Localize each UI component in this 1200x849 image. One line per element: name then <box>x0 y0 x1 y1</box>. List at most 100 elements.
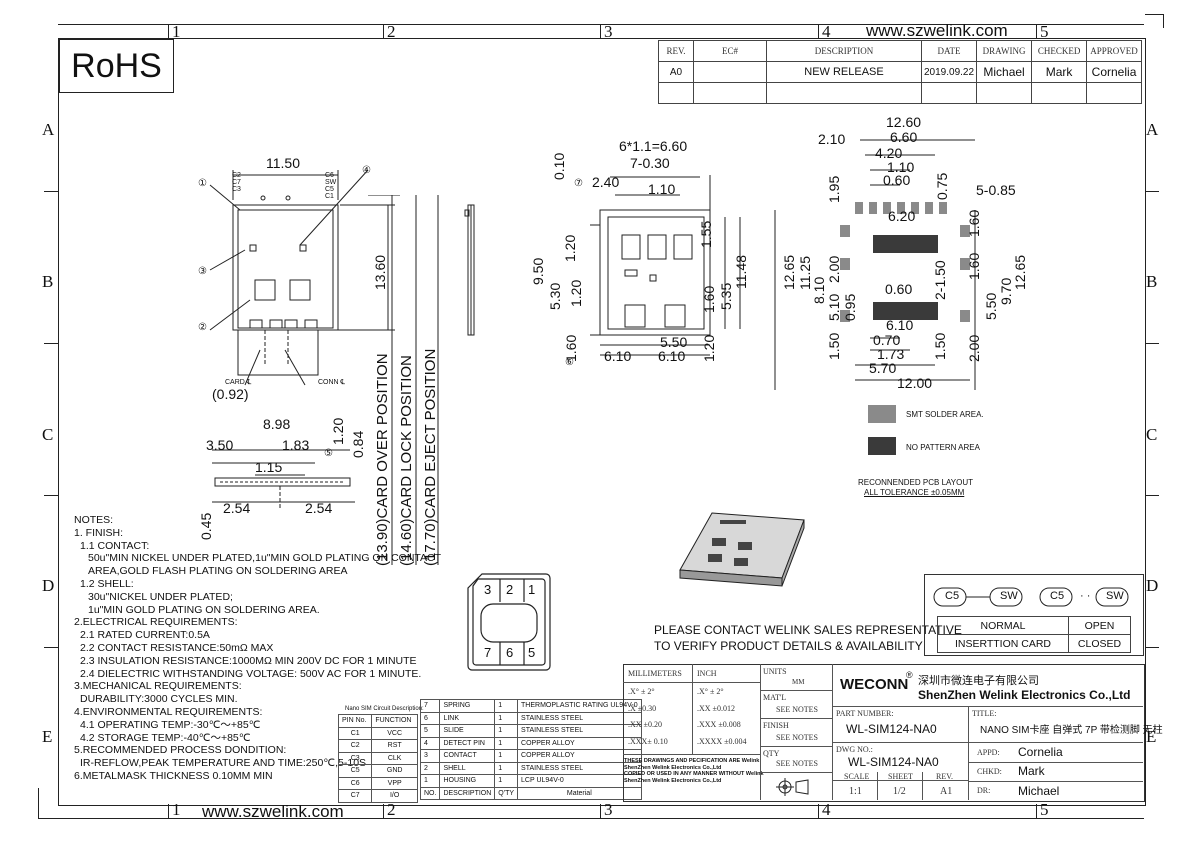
legend-smt-swatch <box>868 405 896 423</box>
zone-bottom-1: 1 <box>172 800 181 819</box>
card-pin-2: 2 <box>506 582 514 597</box>
zone-right-c: C <box>1146 425 1158 444</box>
tol-inch-header: INCH <box>697 669 717 678</box>
drawing-frame <box>58 38 1146 806</box>
pcb-810: 8.10 <box>811 276 827 304</box>
drawing-title: NANO SIM卡座 自弹式 7P 带检测脚 无柱 <box>980 725 1163 736</box>
dim-pins: 7-0.30 <box>630 155 670 171</box>
pcb-5-085: 5-0.85 <box>976 182 1016 198</box>
checked-by: Mark <box>1018 764 1045 778</box>
pcb-570: 5.70 <box>869 360 897 376</box>
zone-left-c: C <box>42 425 54 444</box>
pcb-060: 0.60 <box>883 172 911 188</box>
pcb-070: 0.70 <box>873 332 901 348</box>
website-top[interactable]: www.szwelink.com <box>866 21 1008 40</box>
callout-6: ⑥ <box>565 357 574 368</box>
dim-530: 5.30 <box>547 282 563 310</box>
pcb-620: 6.20 <box>888 208 916 224</box>
zone-top-4: 4 <box>822 22 831 41</box>
units-value: MM <box>792 678 805 686</box>
pcb-layout-drawing <box>774 139 976 390</box>
zone-top-3: 3 <box>604 22 613 41</box>
dim-offset: (0.92) <box>212 386 249 402</box>
callout-7: ⑦ <box>574 178 583 189</box>
zone-bottom-4: 4 <box>822 800 831 819</box>
dim-side-115: 1.15 <box>255 459 283 475</box>
card-centerline: CARD ℄ <box>225 379 252 386</box>
front-view-drawing <box>209 169 395 386</box>
legend-nopattern-label: NO PATTERN AREA <box>906 443 980 452</box>
dim-155: 1.55 <box>698 220 714 248</box>
zone-right-e: E <box>1146 727 1157 746</box>
callout-5: ⑤ <box>324 448 333 459</box>
zone-left-b: B <box>42 272 54 291</box>
dim-120c: 1.20 <box>701 334 717 362</box>
pcb-layout-caption: RECONNENDED PCB LAYOUT <box>858 478 973 487</box>
dim-side-120: 1.20 <box>330 417 346 445</box>
switch-sw-a: SW <box>1000 590 1018 602</box>
zone-left-a: A <box>42 120 55 139</box>
pcb-1265a: 12.65 <box>781 254 797 290</box>
dim-side-898: 8.98 <box>263 416 291 432</box>
notes-block: NOTES:1. FINISH: 1.1 CONTACT: 50u"MIN NI… <box>74 514 442 782</box>
pcb-160b: 1.60 <box>966 252 982 280</box>
tol-mm-header: MILLIMETERS <box>628 669 682 678</box>
copyright-notice: THESE DRAWINGS AND PECIFICATION ARE Weli… <box>624 758 764 784</box>
top-border <box>58 24 1144 25</box>
side-view-drawing <box>212 449 355 510</box>
rohs-mark: RoHS <box>59 39 174 93</box>
connector-3d-illustration <box>679 512 805 587</box>
dim-side-254b: 2.54 <box>305 500 333 516</box>
switch-diagram <box>924 574 1144 656</box>
dim-610a: 6.10 <box>604 348 632 364</box>
profile-view-drawing <box>464 204 475 336</box>
legend-nopattern-swatch <box>868 437 896 455</box>
dim-side-254a: 2.54 <box>223 500 251 516</box>
zone-top-2: 2 <box>387 22 396 41</box>
rev-value: A1 <box>940 786 953 797</box>
pcb-200a: 2.00 <box>826 255 842 283</box>
pcb-150a: 1.50 <box>826 332 842 360</box>
card-pin-3: 3 <box>484 582 492 597</box>
callout-2: ② <box>198 322 207 333</box>
company-name-en: ShenZhen Welink Electronics Co.,Ltd <box>918 688 1131 702</box>
zone-right-a: A <box>1146 120 1159 139</box>
contact-notice: PLEASE CONTACT WELINK SALES REPRESENTATI… <box>654 623 962 653</box>
website-bottom[interactable]: www.szwelink.com <box>202 802 344 821</box>
nano-sim-card-outline <box>467 573 551 671</box>
dim-120a: 1.20 <box>562 234 578 262</box>
pcb-550: 5.50 <box>983 292 999 320</box>
dim-550: 5.50 <box>660 334 688 350</box>
pcb-150b: 1.50 <box>932 332 948 360</box>
pcb-1260: 12.60 <box>886 114 922 130</box>
dim-010: 0.10 <box>551 152 567 180</box>
sheet-value: 1/2 <box>893 786 906 797</box>
pcb-160a: 1.60 <box>966 209 982 237</box>
dim-side-350: 3.50 <box>206 437 234 453</box>
dim-1148: 11.48 <box>733 255 749 289</box>
pcb-1265b: 12.65 <box>1012 254 1028 290</box>
pcb-510: 5.10 <box>826 293 842 321</box>
zone-bottom-2: 2 <box>387 800 396 819</box>
pcb-210: 2.10 <box>818 131 846 147</box>
approved-by: Cornelia <box>1018 745 1063 759</box>
pcb-095: 0.95 <box>842 293 858 321</box>
pcb-660: 6.60 <box>890 129 918 145</box>
dim-160a: 1.60 <box>701 285 717 313</box>
part-number: WL-SIM124-NA0 <box>846 722 937 736</box>
pcb-075: 0.75 <box>934 172 950 200</box>
pcb-tolerance-caption: ALL TOLERANCE ±0.05MM <box>864 488 965 497</box>
dim-240: 2.40 <box>592 174 620 190</box>
projection-symbol-icon <box>776 778 809 796</box>
switch-sw-b: SW <box>1106 590 1124 602</box>
conn-centerline: CONN ℄ <box>318 379 346 386</box>
switch-dots: · · <box>1080 590 1091 602</box>
circuit-title: Nano SIM Circuit Description: <box>345 706 424 712</box>
switch-c5-b: C5 <box>1050 590 1065 602</box>
company-logo: WECONN <box>840 676 909 693</box>
pcb-1200: 12.00 <box>897 375 933 391</box>
dim-535: 5.35 <box>718 282 734 310</box>
